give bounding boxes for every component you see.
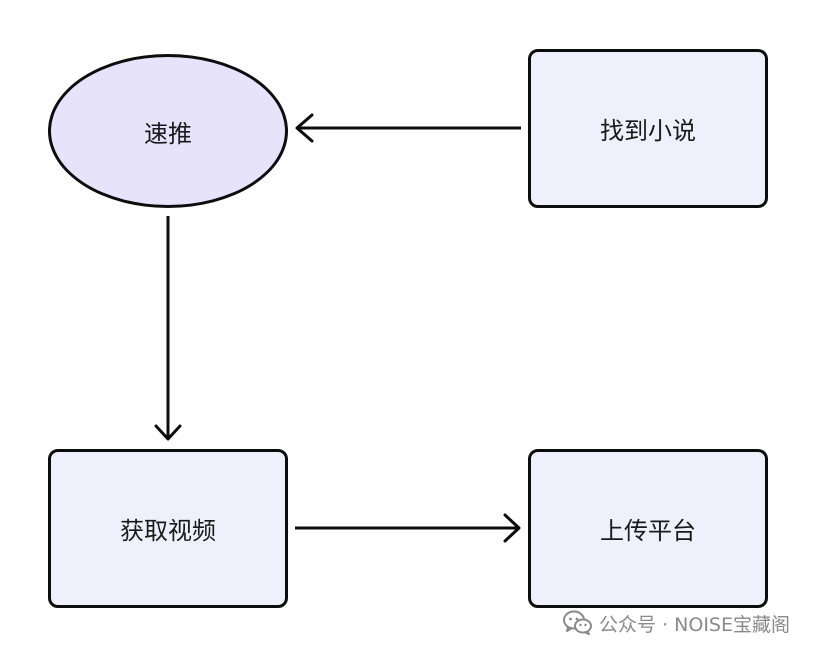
arrowhead-down-icon (154, 424, 182, 441)
node-label: 获取视频 (120, 517, 216, 545)
watermark: 公众号 · NOISE宝藏阁 (563, 610, 790, 636)
node-label: 上传平台 (600, 517, 696, 545)
node-speed-push: 速推 (48, 54, 288, 208)
watermark-text: 公众号 · NOISE宝藏阁 (599, 613, 790, 636)
wechat-icon (563, 610, 593, 635)
arrowhead-left-icon (295, 113, 314, 143)
node-label: 找到小说 (600, 117, 696, 145)
node-get-video: 获取视频 (48, 449, 288, 608)
arrowhead-right-icon (503, 513, 521, 543)
node-label: 速推 (144, 119, 192, 148)
node-find-novel: 找到小说 (528, 49, 768, 208)
node-upload-platform: 上传平台 (528, 449, 768, 608)
